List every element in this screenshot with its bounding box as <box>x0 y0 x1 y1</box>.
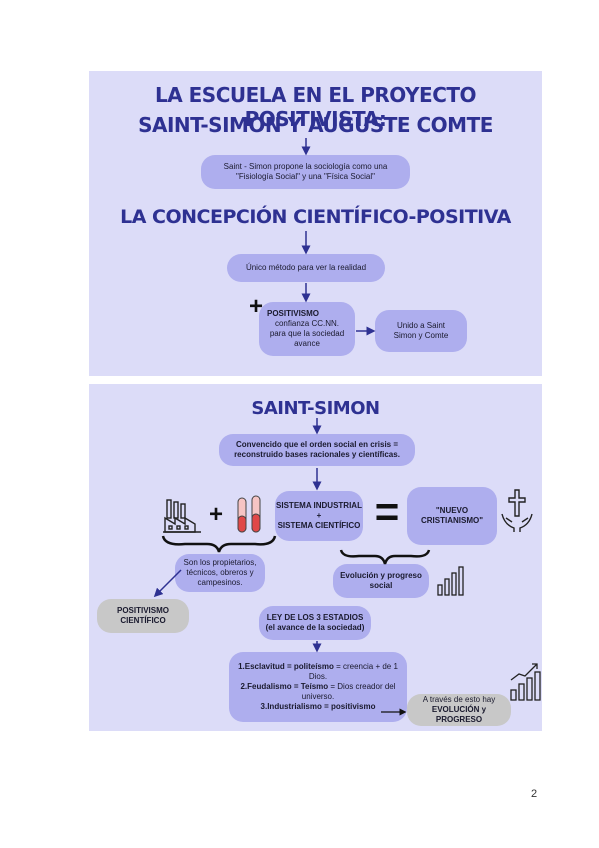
test-tubes-icon <box>237 495 261 533</box>
panel-saint-simon: SAINT-SIMON Convencido que el orden soci… <box>89 384 542 731</box>
page-number: 2 <box>531 788 538 800</box>
box-estadios: 1.Esclavitud = politeísmo = creencia + d… <box>229 652 407 722</box>
arrow-propietarios-to-positivismo <box>153 569 182 598</box>
box-atraves: A través de esto hay EVOLUCIÓN y PROGRES… <box>407 694 511 726</box>
box-propietarios: Son los propietarios, técnicos, obreros … <box>175 554 265 592</box>
positivismo-label: POSITIVISMO <box>267 309 320 318</box>
box-ley-estadios: LEY DE LOS 3 ESTADIOS (el avance de la s… <box>259 606 371 640</box>
box-sociologia: Saint - Simon propone la sociología como… <box>201 155 410 189</box>
panel-positivist-project: LA ESCUELA EN EL PROYECTO POSITIVISTA: S… <box>89 71 542 376</box>
panel1-subtitle: LA CONCEPCIÓN CIENTÍFICO-POSITIVA <box>120 206 511 228</box>
cross-hands-icon <box>501 489 533 532</box>
brace-left <box>161 535 277 553</box>
panel1-title-line2: SAINT-SIMON Y AUGUSTE COMTE <box>138 113 493 137</box>
growth-chart-icon-small <box>437 566 464 596</box>
panel2-arrows <box>153 418 431 716</box>
estadio-1: 1.Esclavitud = politeísmo = creencia + d… <box>238 662 398 681</box>
atraves-line2: EVOLUCIÓN y PROGRESO <box>431 705 487 724</box>
box-unido: Unido a Saint Simon y Comte <box>375 310 467 352</box>
box-metodo: Único método para ver la realidad <box>227 254 385 282</box>
box-convencido: Convencido que el orden social en crisis… <box>219 434 415 466</box>
sistema-industrial: SISTEMA INDUSTRIAL <box>276 501 362 510</box>
sistema-plus: + <box>316 511 322 520</box>
box-positivismo-cientifico: POSITIVISMO CIENTÍFICO <box>97 599 189 633</box>
estadio-3: 3.Industrialismo = positivismo <box>260 702 376 711</box>
panel1-title-line1: LA ESCUELA EN EL PROYECTO POSITIVISTA: <box>154 83 477 131</box>
equals-sign: = <box>374 488 400 535</box>
box-nuevo-cristianismo: "NUEVO CRISTIANISMO" <box>407 487 497 545</box>
box-evolucion: Evolución y progreso social <box>333 564 429 598</box>
positivismo-text: confianza CC.NN. para que la sociedad av… <box>269 319 345 348</box>
growth-chart-icon <box>510 663 541 701</box>
panel2-title: SAINT-SIMON <box>251 398 380 419</box>
box-sistema: SISTEMA INDUSTRIAL + SISTEMA CIENTÍFICO <box>275 491 363 541</box>
sistema-cientifico: SISTEMA CIENTÍFICO <box>277 521 361 530</box>
plus-sign-2: + <box>209 501 224 528</box>
atraves-line1: A través de esto hay <box>422 695 496 704</box>
panel1-arrows <box>301 138 376 336</box>
box-positivismo: POSITIVISMO confianza CC.NN. para que la… <box>259 302 355 356</box>
brace-right <box>339 549 431 565</box>
factory-icon <box>163 499 201 533</box>
estadio-2: 2.Feudalismo = Teísmo = Dios creador del… <box>240 682 396 701</box>
